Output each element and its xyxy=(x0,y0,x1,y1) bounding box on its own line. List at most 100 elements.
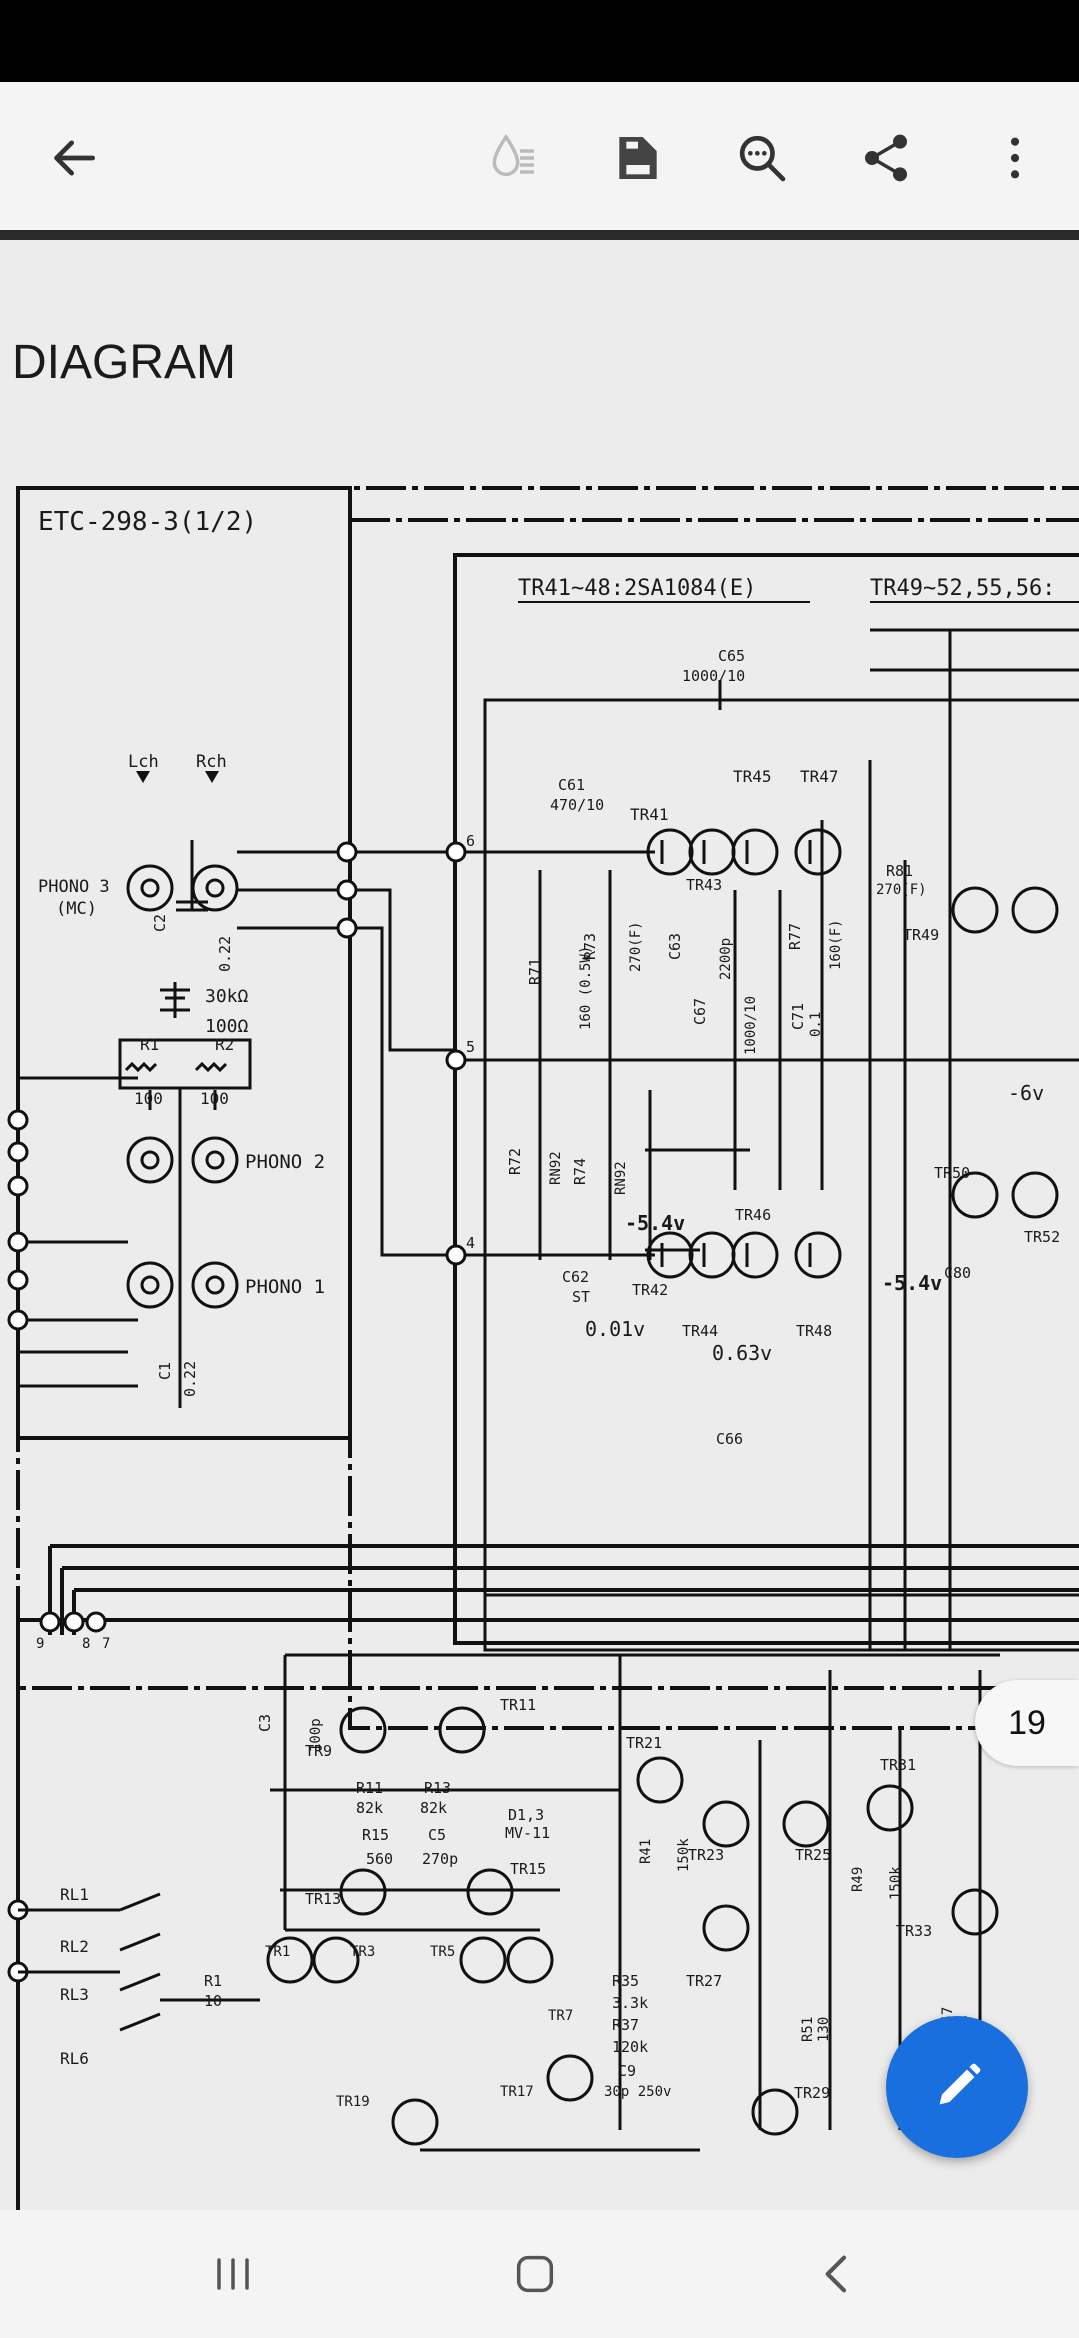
save-icon[interactable] xyxy=(602,122,674,194)
r73-label: R73 xyxy=(581,933,599,960)
diagram-heading: DIAGRAM xyxy=(12,336,236,389)
c61-label: C61 xyxy=(558,776,585,794)
tr49-label: TR49 xyxy=(903,926,939,944)
r74-label: R74 xyxy=(571,1158,589,1185)
tr19-label: TR19 xyxy=(336,2094,370,2110)
d13-value: MV-11 xyxy=(505,1824,550,1842)
node-5-label: 5 xyxy=(466,1038,475,1056)
phono2-label: PHONO 2 xyxy=(245,1151,325,1173)
node-6-label: 6 xyxy=(466,832,475,850)
edit-fab-button[interactable] xyxy=(886,2016,1028,2158)
r77-value: 160(F) xyxy=(828,919,844,970)
r73-value: 270(F) xyxy=(628,921,644,972)
recent-apps-icon[interactable] xyxy=(188,2234,278,2314)
schematic-page: DIAGRAM ETC-298-3(1/2) TR41~48:2SA1084(E… xyxy=(0,230,1079,2210)
share-icon[interactable] xyxy=(850,122,922,194)
channel-left-label: Lch xyxy=(128,752,159,772)
node-8-label: 8 xyxy=(82,1636,90,1652)
r11-label: R11 xyxy=(356,1779,383,1797)
r49-value: 150k xyxy=(888,1866,904,1900)
reading-mode-icon[interactable] xyxy=(477,122,549,194)
c71-label: C71 xyxy=(789,1003,807,1030)
tr29-label: TR29 xyxy=(794,2084,830,2102)
d13-label: D1,3 xyxy=(508,1806,544,1824)
tr3-label: TR3 xyxy=(350,1944,375,1960)
r35-label: R35 xyxy=(612,1972,639,1990)
transformer-value: 30kΩ xyxy=(205,986,249,1007)
more-options-icon[interactable] xyxy=(979,122,1051,194)
c61-value: 470/10 xyxy=(550,796,604,814)
r15-value: 560 xyxy=(366,1850,393,1868)
tr52-label: TR52 xyxy=(1024,1228,1060,1246)
node-9-label: 9 xyxy=(36,1636,44,1652)
c67-label: C67 xyxy=(691,998,709,1025)
c65-value: 1000/10 xyxy=(682,667,745,685)
tr41-label: TR41 xyxy=(630,805,669,824)
relay-rl3-label: RL3 xyxy=(60,1985,89,2004)
r72-label: R72 xyxy=(506,1148,524,1175)
c67-value: 1000/10 xyxy=(743,996,759,1055)
tr5-label: TR5 xyxy=(430,1944,455,1960)
tr25-label: TR25 xyxy=(795,1846,831,1864)
viewer-toolbar xyxy=(0,82,1079,230)
search-icon[interactable] xyxy=(726,122,798,194)
c2-value: 0.22 xyxy=(216,936,234,972)
r35-value: 3.3k xyxy=(612,1994,648,2012)
home-icon[interactable] xyxy=(490,2234,580,2314)
relay-rl2-label: RL2 xyxy=(60,1937,89,1956)
c62-value: ST xyxy=(572,1288,590,1306)
r77-label: R77 xyxy=(786,923,804,950)
r1b-label: R1 xyxy=(204,1972,222,1990)
r15-label: R15 xyxy=(362,1826,389,1844)
voltage-neg6: -6v xyxy=(1008,1081,1044,1105)
r41-value: 150k xyxy=(676,1838,692,1872)
r1-label: R1 xyxy=(140,1035,159,1054)
tr46-label: TR46 xyxy=(735,1206,771,1224)
tr7-label: TR7 xyxy=(548,2008,573,2024)
c2-label: C2 xyxy=(151,914,169,932)
nav-back-icon[interactable] xyxy=(792,2234,882,2314)
system-nav-bar xyxy=(0,2210,1079,2338)
transistor-note-2: TR49~52,55,56: xyxy=(870,576,1055,601)
tr11-label: TR11 xyxy=(500,1696,536,1714)
r37-value: 120k xyxy=(612,2038,648,2056)
voltage-063: 0.63v xyxy=(712,1341,772,1365)
c66-label: C66 xyxy=(716,1430,743,1448)
transistor-note-1: TR41~48:2SA1084(E) xyxy=(518,576,756,601)
c80-label: C80 xyxy=(944,1264,971,1282)
phono3-label: PHONO 3 xyxy=(38,877,110,897)
tr45-label: TR45 xyxy=(733,767,772,786)
c1-value: 0.22 xyxy=(181,1361,199,1397)
tr50-label: TR50 xyxy=(934,1164,970,1182)
channel-right-label: Rch xyxy=(196,752,227,772)
tr17-label: TR17 xyxy=(500,2084,534,2100)
c5-value: 270p xyxy=(422,1850,458,1868)
resistor-100ohm-value: 100Ω xyxy=(205,1016,249,1037)
r11-value: 82k xyxy=(356,1799,383,1817)
page-number-badge: 19 xyxy=(975,1680,1079,1766)
tr1-label: TR1 xyxy=(265,1944,290,1960)
status-bar xyxy=(0,0,1079,82)
r49-label: R49 xyxy=(850,1867,866,1892)
back-arrow-icon[interactable] xyxy=(38,122,110,194)
tr21-label: TR21 xyxy=(626,1734,662,1752)
tr31-label: TR31 xyxy=(880,1756,916,1774)
r72-value: RN92 xyxy=(548,1151,564,1185)
c3-value: 100p xyxy=(308,1718,324,1752)
c5-label: C5 xyxy=(428,1826,446,1844)
c1-label: C1 xyxy=(156,1362,174,1380)
tr13-label: TR13 xyxy=(305,1890,341,1908)
voltage-001: 0.01v xyxy=(585,1317,645,1341)
r74-value: RN92 xyxy=(613,1161,629,1195)
document-viewport[interactable]: DIAGRAM ETC-298-3(1/2) TR41~48:2SA1084(E… xyxy=(0,230,1079,2210)
r71-value: 160 (0.5W) xyxy=(578,946,594,1030)
r1-value: 100 xyxy=(134,1089,163,1108)
r13-value: 82k xyxy=(420,1799,447,1817)
r51-value: 130 xyxy=(816,2017,832,2042)
tr47-label: TR47 xyxy=(800,767,839,786)
c9-value: 30p 250v xyxy=(604,2084,671,2100)
r81-value: 270(F) xyxy=(876,882,927,898)
tr43-label: TR43 xyxy=(686,876,722,894)
c71-value: 0.1 xyxy=(808,1012,824,1037)
r2-value: 100 xyxy=(200,1089,229,1108)
